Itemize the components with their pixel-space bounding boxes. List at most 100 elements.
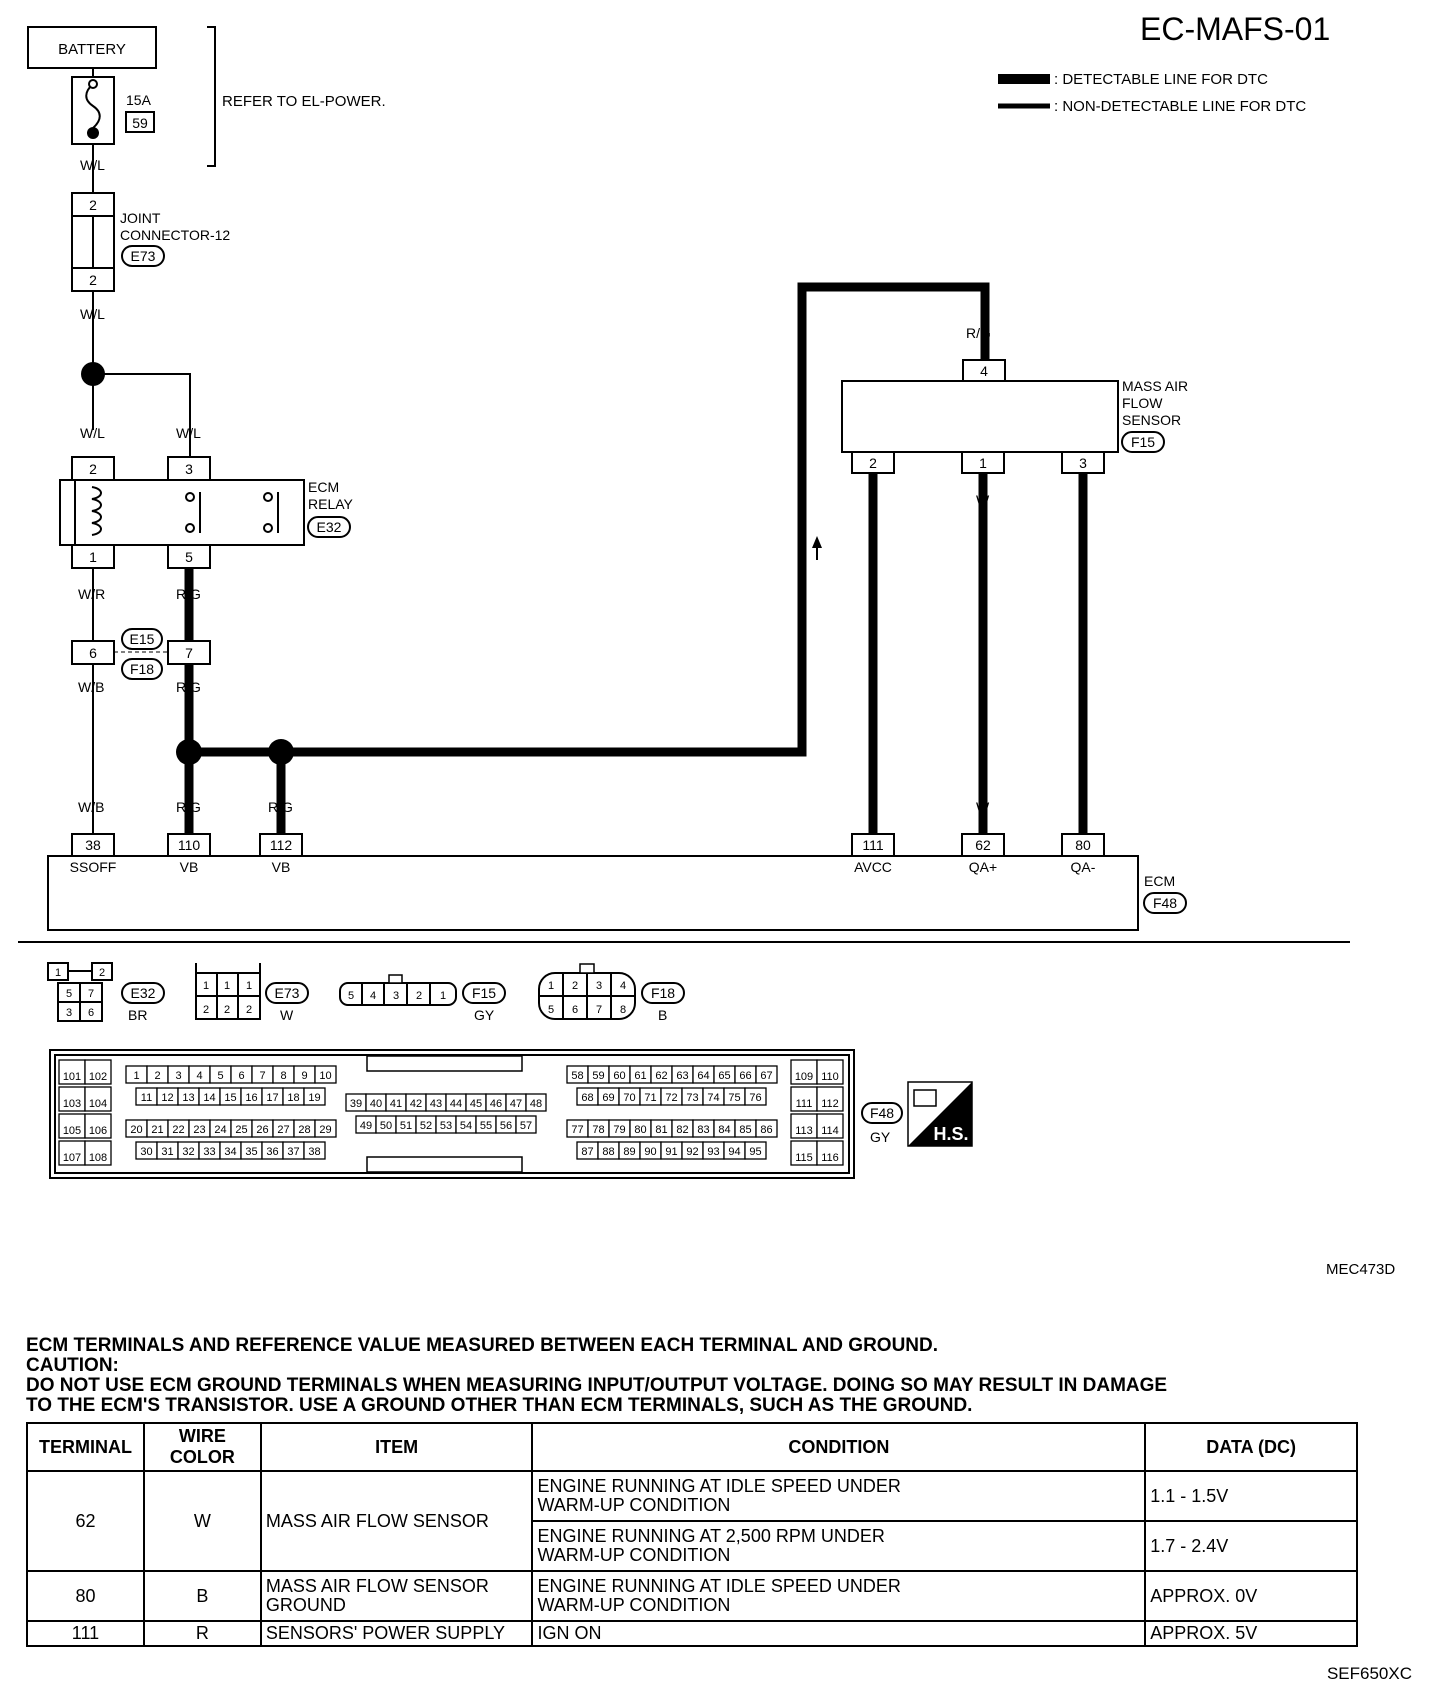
svg-text:4: 4 bbox=[620, 980, 626, 992]
f48-pin-label: 28 bbox=[298, 1124, 310, 1136]
f48-pin-label: 44 bbox=[450, 1098, 462, 1110]
f48-pin-label: 75 bbox=[728, 1092, 740, 1104]
f48-pin bbox=[755, 1065, 778, 1084]
svg-text:2: 2 bbox=[572, 980, 578, 992]
f48-pin-label: 22 bbox=[172, 1124, 184, 1136]
svg-text:R/G: R/G bbox=[268, 799, 293, 815]
svg-text:80: 80 bbox=[1075, 837, 1091, 853]
f48-pin-label: 21 bbox=[151, 1124, 163, 1136]
f48-pin-label: 30 bbox=[140, 1146, 152, 1158]
f48-pin-label: 93 bbox=[707, 1146, 719, 1158]
svg-text:AVCC: AVCC bbox=[854, 859, 892, 875]
cell-condition: IGN ON bbox=[531, 1620, 1147, 1647]
svg-text:1: 1 bbox=[55, 967, 61, 979]
f48-pin-label: 13 bbox=[182, 1092, 194, 1104]
f48-pin bbox=[515, 1115, 537, 1134]
svg-text:W/R: W/R bbox=[78, 586, 105, 602]
measurement-notes: ECM TERMINALS AND REFERENCE VALUE MEASUR… bbox=[26, 1336, 1366, 1416]
f48-pin-label: 61 bbox=[634, 1070, 646, 1082]
f48-pin-label: 14 bbox=[203, 1092, 215, 1104]
table-row: 80 B MASS AIR FLOW SENSOR GROUND ENGINE … bbox=[26, 1570, 1358, 1622]
f48-pin bbox=[744, 1087, 767, 1106]
svg-text:7: 7 bbox=[88, 988, 94, 1000]
f48-pin-label: 55 bbox=[480, 1120, 492, 1132]
cell-wire: W bbox=[142, 1470, 262, 1572]
f48-pin-label: 37 bbox=[287, 1146, 299, 1158]
cell-terminal: 111 bbox=[26, 1620, 145, 1647]
svg-text:VB: VB bbox=[180, 859, 199, 875]
svg-text:111: 111 bbox=[862, 837, 883, 853]
f48-pin-label: 86 bbox=[760, 1124, 772, 1136]
svg-text:VB: VB bbox=[272, 859, 291, 875]
svg-text:1: 1 bbox=[548, 980, 554, 992]
f48-pin-label: 50 bbox=[380, 1120, 392, 1132]
header-terminal: TERMINAL bbox=[26, 1422, 145, 1472]
f48-pin-label: 101 bbox=[63, 1071, 81, 1083]
f48-pin-label: 91 bbox=[665, 1146, 677, 1158]
svg-text:SENSOR: SENSOR bbox=[1122, 412, 1181, 428]
svg-text:1: 1 bbox=[440, 990, 446, 1002]
f48-pin bbox=[816, 1086, 844, 1112]
table-row: ENGINE RUNNING AT 2,500 RPM UNDER WARM-U… bbox=[27, 1520, 1358, 1572]
f48-pin-label: 54 bbox=[460, 1120, 472, 1132]
f48-pin bbox=[58, 1059, 86, 1085]
f48-pin bbox=[744, 1141, 767, 1160]
svg-text:BR: BR bbox=[128, 1007, 147, 1023]
header-wire-color: WIRE COLOR bbox=[142, 1422, 262, 1472]
f48-pin-label: 71 bbox=[644, 1092, 656, 1104]
svg-text:6: 6 bbox=[89, 645, 97, 661]
f48-pin-label: 11 bbox=[141, 1092, 152, 1104]
f48-pin bbox=[816, 1113, 844, 1139]
f48-pin-label: 74 bbox=[707, 1092, 719, 1104]
f48-pin bbox=[84, 1086, 112, 1112]
f48-pin-label: 84 bbox=[718, 1124, 730, 1136]
svg-text:SSOFF: SSOFF bbox=[70, 859, 117, 875]
relay-coil-icon bbox=[91, 486, 102, 536]
relay-label: ECM bbox=[308, 479, 339, 495]
f48-pin-label: 65 bbox=[718, 1070, 730, 1082]
notes-line-1: ECM TERMINALS AND REFERENCE VALUE MEASUR… bbox=[26, 1335, 939, 1356]
svg-text:3: 3 bbox=[66, 1007, 72, 1019]
f48-pin-label: 4 bbox=[196, 1070, 202, 1082]
f48-pin-label: 25 bbox=[235, 1124, 247, 1136]
f48-pin bbox=[755, 1119, 778, 1138]
f48-pin-label: 57 bbox=[520, 1120, 532, 1132]
f48-pin-label: 89 bbox=[623, 1146, 635, 1158]
fuse-rating: 15A bbox=[126, 92, 152, 108]
inline-connector-e15-f18: 6 7 E15 F18 bbox=[71, 628, 211, 680]
svg-text:GY: GY bbox=[474, 1007, 495, 1023]
f48-pin-label: 9 bbox=[301, 1070, 307, 1082]
svg-text:F15: F15 bbox=[472, 985, 496, 1001]
diagram-title: EC-MAFS-01 bbox=[1140, 11, 1330, 47]
f48-pin-label: 2 bbox=[154, 1070, 160, 1082]
f48-pin-label: 81 bbox=[655, 1124, 667, 1136]
f48-pin-label: 64 bbox=[697, 1070, 709, 1082]
cell-data: APPROX. 0V bbox=[1144, 1570, 1358, 1622]
svg-text:W: W bbox=[280, 1007, 294, 1023]
svg-text:E15: E15 bbox=[130, 631, 155, 647]
f48-pin-label: 32 bbox=[182, 1146, 194, 1158]
f48-pin bbox=[84, 1113, 112, 1139]
svg-text:2: 2 bbox=[416, 990, 422, 1002]
f48-pin-label: 15 bbox=[224, 1092, 236, 1104]
f48-pin bbox=[816, 1140, 844, 1166]
f48-pin-label: 41 bbox=[390, 1098, 402, 1110]
svg-text:CONNECTOR-12: CONNECTOR-12 bbox=[120, 227, 230, 243]
f48-pin-label: 16 bbox=[245, 1092, 257, 1104]
f48-pin bbox=[816, 1059, 844, 1085]
harness-side-badge: H.S. bbox=[907, 1081, 973, 1147]
f48-pin-label: 29 bbox=[319, 1124, 331, 1136]
f48-pin-label: 24 bbox=[214, 1124, 226, 1136]
cell-condition: ENGINE RUNNING AT 2,500 RPM UNDER WARM-U… bbox=[531, 1520, 1147, 1572]
svg-text:2: 2 bbox=[89, 461, 97, 477]
f48-pin-label: 69 bbox=[602, 1092, 614, 1104]
table-row: 111 R SENSORS' POWER SUPPLY IGN ON APPRO… bbox=[26, 1620, 1358, 1647]
svg-text:W: W bbox=[976, 799, 990, 815]
legend-non-detectable: : NON-DETECTABLE LINE FOR DTC bbox=[1054, 98, 1306, 115]
f48-pin-label: 82 bbox=[676, 1124, 688, 1136]
f48-pin-label: 60 bbox=[613, 1070, 625, 1082]
f48-pin bbox=[84, 1140, 112, 1166]
f48-pin-label: 26 bbox=[256, 1124, 268, 1136]
svg-text:3: 3 bbox=[393, 990, 399, 1002]
